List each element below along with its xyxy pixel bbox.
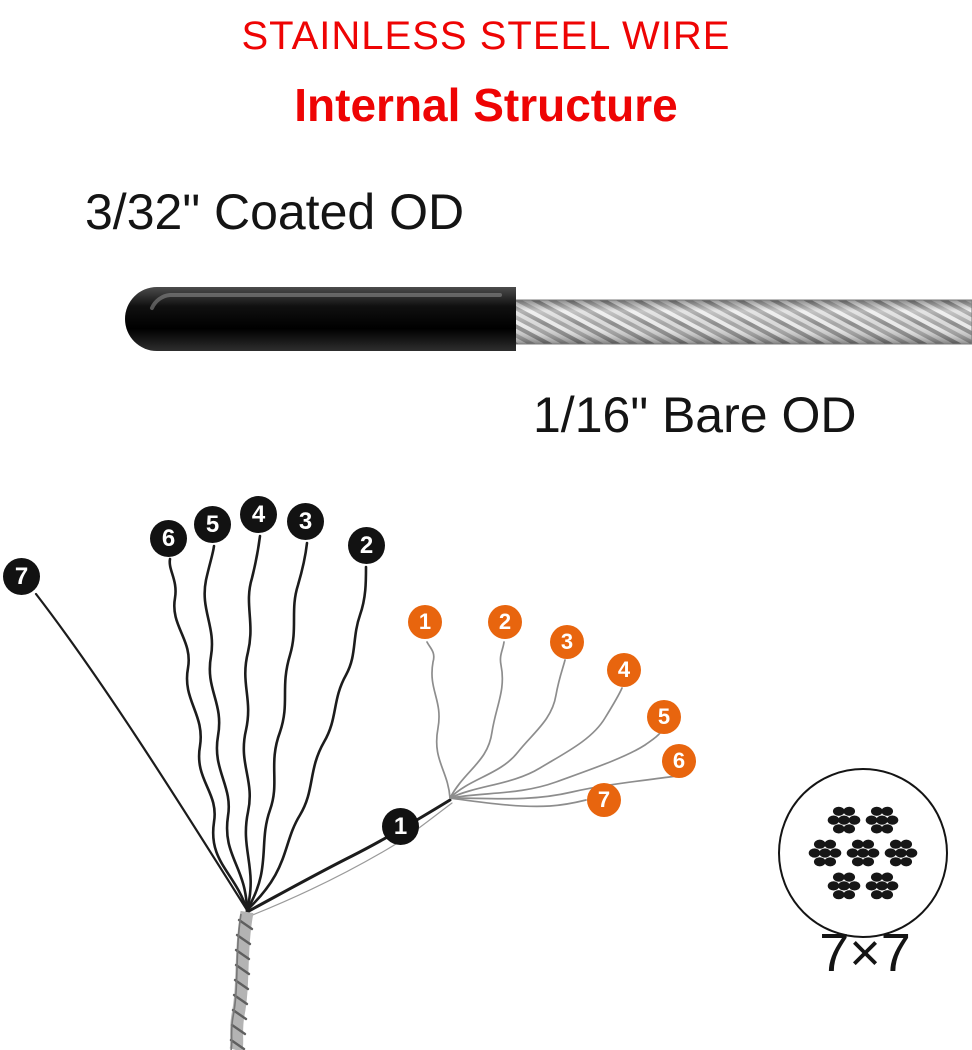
construction-label: 7×7: [819, 923, 911, 983]
black-badge-3: 3: [287, 503, 324, 540]
strand-fan-orange: [426, 641, 677, 808]
orange-badge-7: 7: [587, 783, 621, 817]
black-badge-2: 2: [348, 527, 385, 564]
rope-stem: [229, 910, 254, 1050]
orange-badge-6: 6: [662, 744, 696, 778]
orange-badge-1: 1: [408, 605, 442, 639]
bare-wire-segment: [494, 299, 972, 345]
black-badge-6: 6: [150, 520, 187, 557]
black-badge-7: 7: [3, 558, 40, 595]
cross-section: [778, 768, 948, 938]
title-line-2: Internal Structure: [294, 79, 678, 131]
orange-badge-5: 5: [647, 700, 681, 734]
orange-badge-2: 2: [488, 605, 522, 639]
coated-od-label: 3/32" Coated OD: [85, 184, 465, 240]
black-badge-4: 4: [240, 496, 277, 533]
orange-badge-4: 4: [607, 653, 641, 687]
black-badge-5: 5: [194, 506, 231, 543]
bare-od-label: 1/16" Bare OD: [533, 387, 857, 443]
black-badge-1: 1: [382, 808, 419, 845]
orange-badge-3: 3: [550, 625, 584, 659]
title-line-1: STAINLESS STEEL WIRE: [241, 14, 731, 58]
coated-wire-segment: [125, 287, 516, 351]
strand-fan-black: [34, 534, 453, 917]
